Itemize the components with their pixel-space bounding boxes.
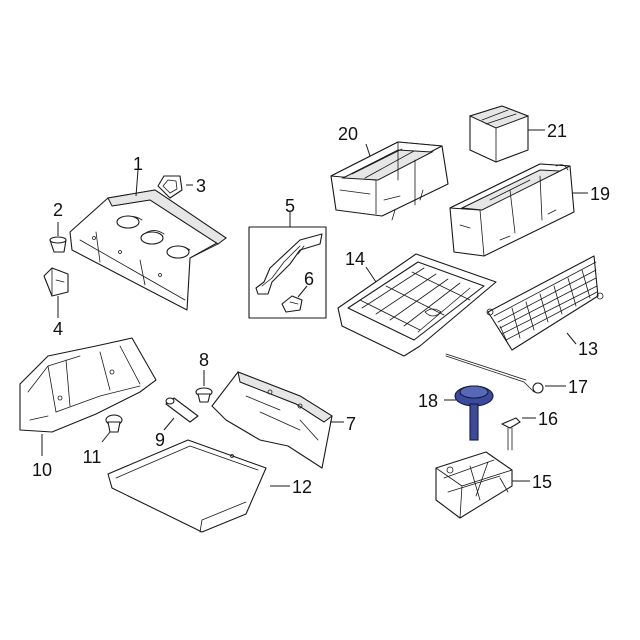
callout-7: 7 xyxy=(346,414,356,434)
callout-9: 9 xyxy=(155,430,165,450)
callout-18: 18 xyxy=(418,391,438,411)
part-17-rod xyxy=(445,353,544,394)
callout-5: 5 xyxy=(285,196,295,216)
callout-13: 13 xyxy=(578,339,598,359)
part-8-clip xyxy=(195,387,213,403)
callout-12: 12 xyxy=(292,477,312,497)
callout-3: 3 xyxy=(196,176,206,196)
part-15-jack xyxy=(435,451,513,519)
part-2-clip xyxy=(49,236,67,253)
part-4-bracket xyxy=(43,267,69,297)
part-5-bracket xyxy=(255,233,323,295)
callout-11: 11 xyxy=(83,447,102,467)
part-20-organizer xyxy=(330,141,449,221)
part-11-retainer xyxy=(105,414,123,433)
callout-6: 6 xyxy=(304,269,314,289)
part-3-grommet xyxy=(157,175,183,199)
callout-21: 21 xyxy=(547,121,567,141)
part-7-rear-trim xyxy=(211,371,333,469)
part-19-organizer xyxy=(449,163,575,257)
callout-14: 14 xyxy=(345,249,365,269)
callout-8: 8 xyxy=(199,350,209,370)
callout-20: 20 xyxy=(338,124,358,144)
callout-2: 2 xyxy=(53,200,63,220)
part-6-clip xyxy=(281,295,303,313)
part-18-retainer-bolt xyxy=(454,385,494,441)
callout-17: 17 xyxy=(568,377,588,397)
part-14-cargo-tray xyxy=(337,253,497,357)
callout-16: 16 xyxy=(538,409,558,429)
part-21-box xyxy=(468,105,530,163)
callout-19: 19 xyxy=(590,184,610,204)
part-12-floor-mat xyxy=(107,439,267,533)
callout-10: 10 xyxy=(32,460,52,480)
callout-15: 15 xyxy=(532,472,552,492)
part-13-cargo-net xyxy=(486,255,604,351)
part-9-pin xyxy=(165,397,199,423)
callout-1: 1 xyxy=(133,154,143,174)
callout-4: 4 xyxy=(53,319,63,339)
part-1-package-tray xyxy=(69,189,227,311)
part-16-jack-handle xyxy=(501,417,521,451)
part-10-trunk-trim xyxy=(19,337,157,433)
